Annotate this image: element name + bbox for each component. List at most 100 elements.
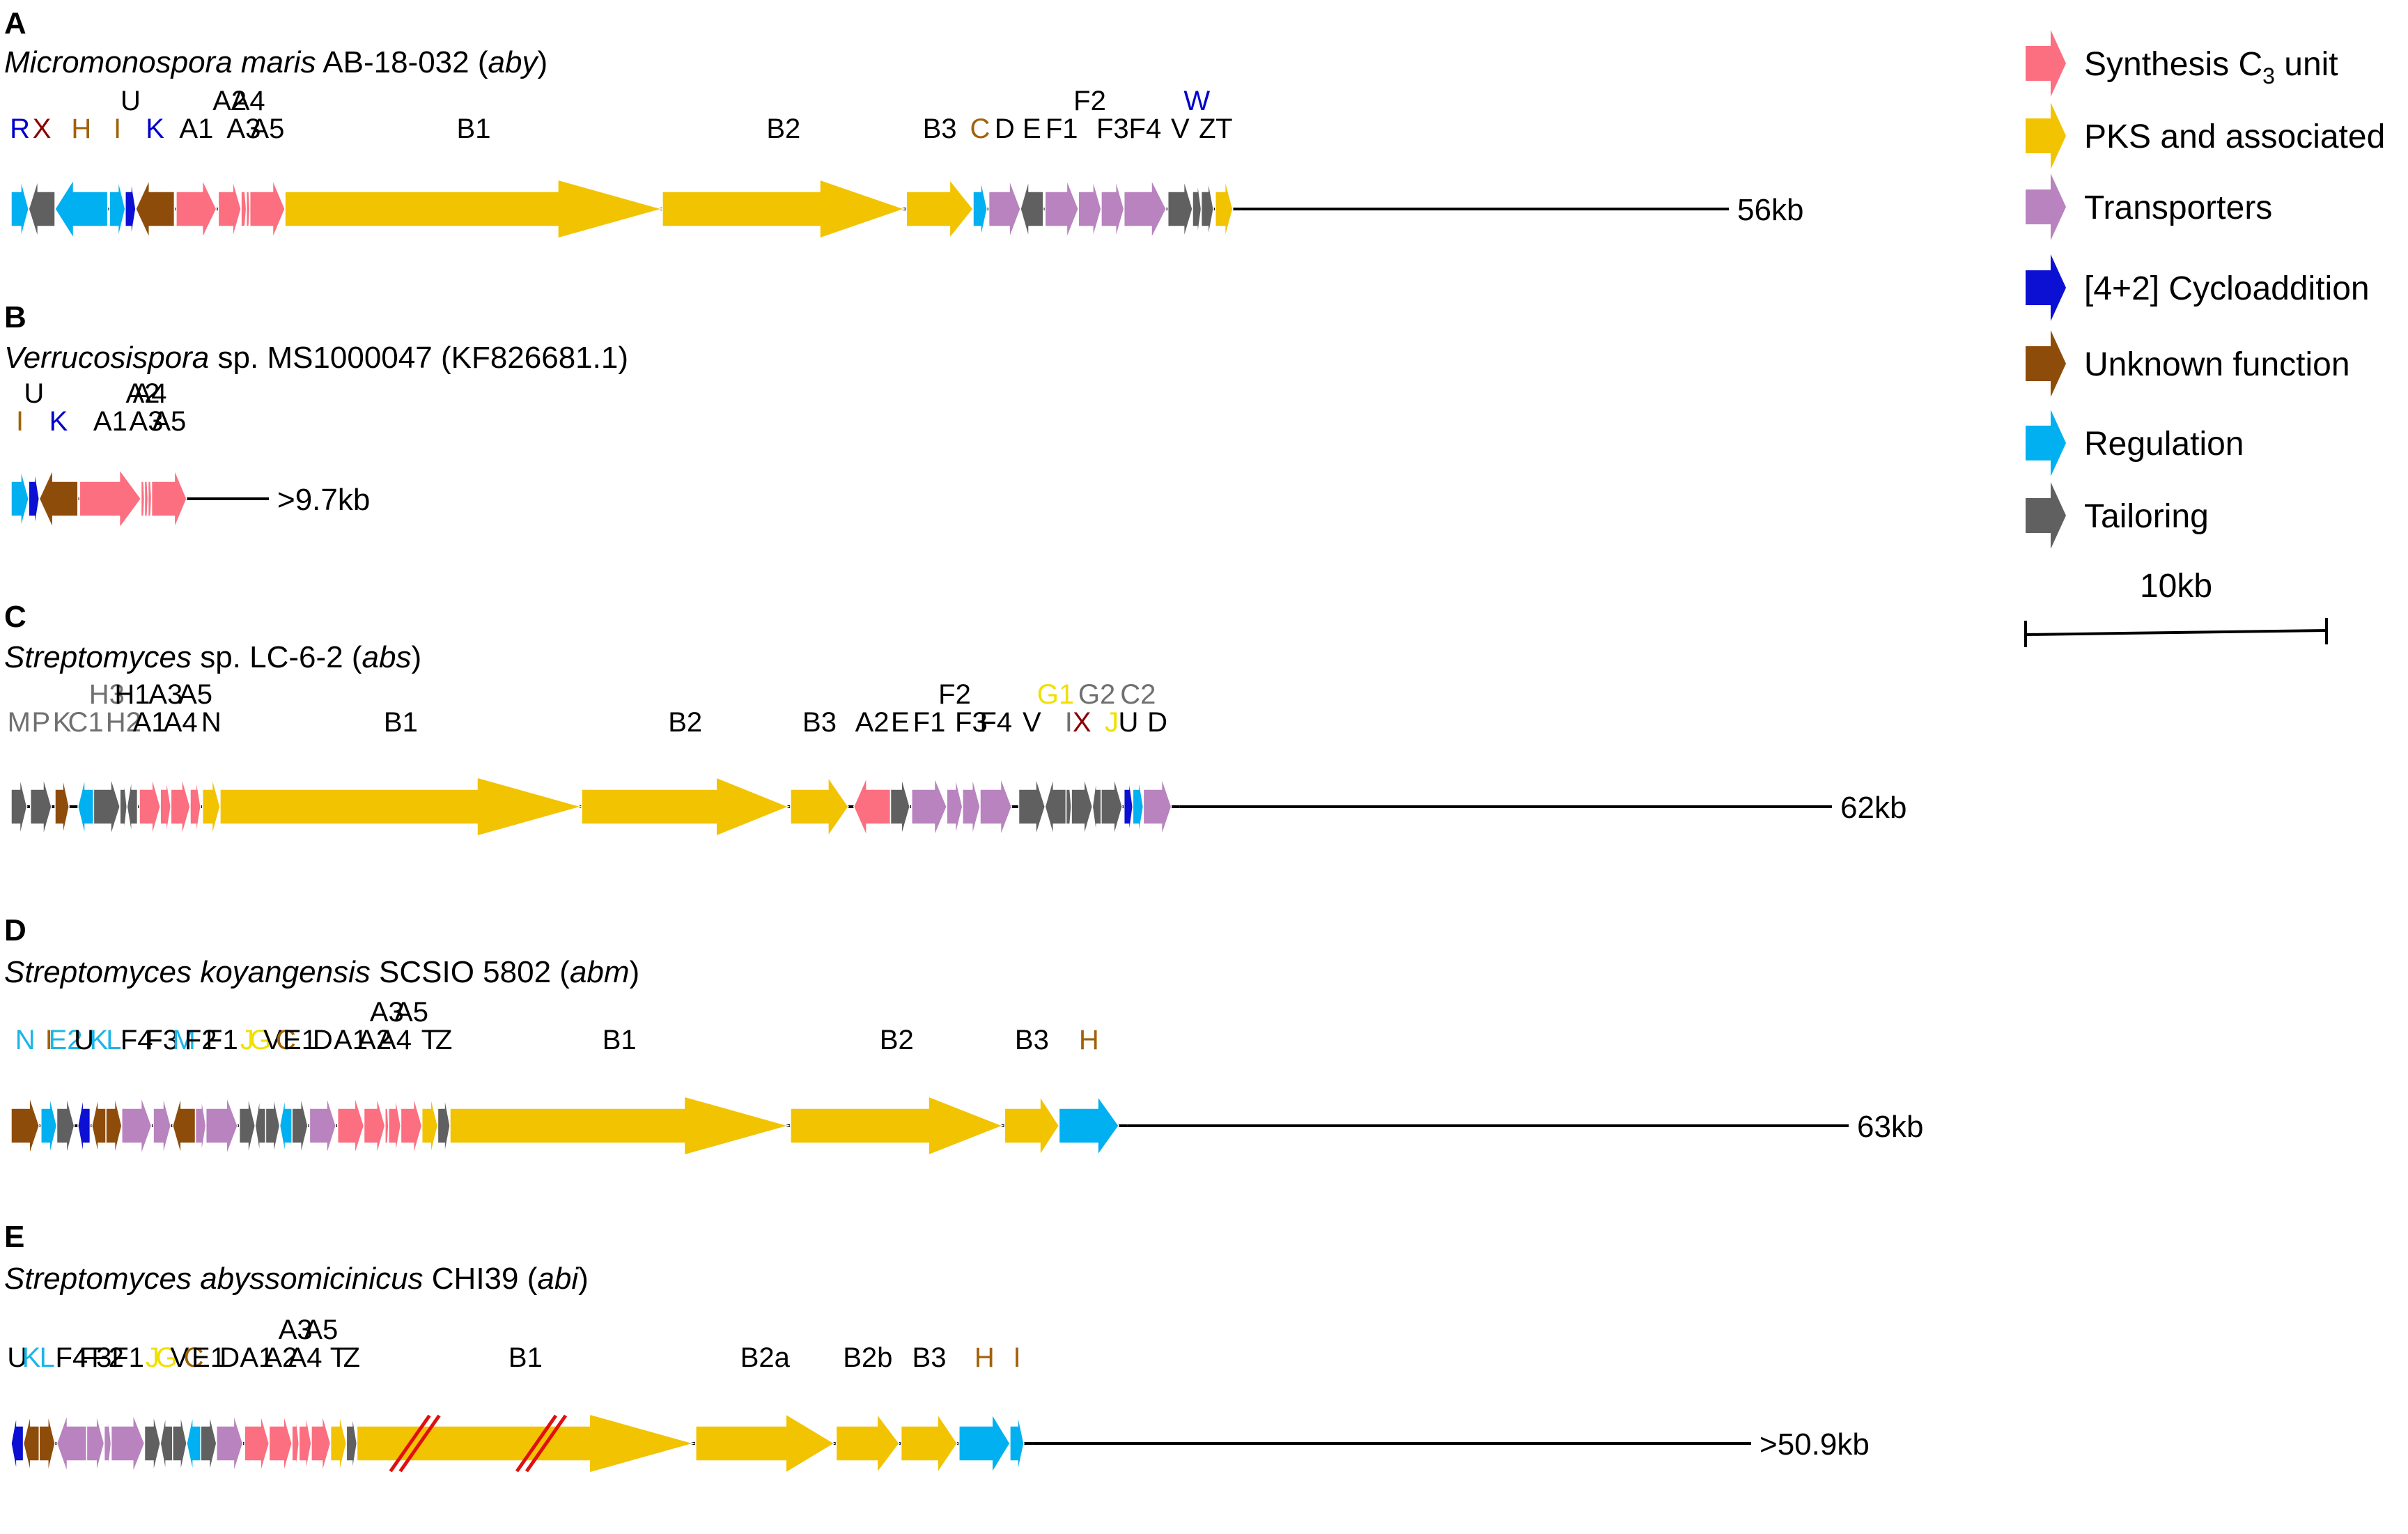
gene-arrow-c bbox=[279, 1096, 293, 1156]
gene-arrow-h bbox=[54, 178, 109, 240]
gene-arrow-f2 bbox=[946, 777, 963, 837]
gene-arrow-i bbox=[1009, 1413, 1025, 1473]
gene-label: K bbox=[53, 707, 72, 738]
gene-arrow-b3 bbox=[906, 178, 974, 240]
gene-label: B3 bbox=[1015, 1025, 1049, 1055]
gene-label: U bbox=[121, 86, 141, 116]
gene-label: I bbox=[45, 1025, 53, 1055]
gene-label: K bbox=[146, 114, 164, 144]
legend-item-synthesis: Synthesis C3 unit bbox=[2026, 30, 2338, 97]
gene-arrow-p bbox=[29, 777, 52, 837]
legend-label: [4+2] Cycloaddition bbox=[2084, 270, 2370, 307]
legend-label: Synthesis C3 unit bbox=[2084, 46, 2338, 88]
gene-label: A3 bbox=[279, 1315, 313, 1345]
gene-label: E bbox=[1023, 114, 1041, 144]
gene-label: J bbox=[240, 1025, 254, 1055]
gene-label: F1 bbox=[205, 1025, 238, 1055]
gene-label: U bbox=[24, 378, 44, 409]
gene-label: A1 bbox=[240, 1342, 274, 1373]
gene-label: U bbox=[1119, 707, 1139, 738]
gene-arrow-m bbox=[172, 1096, 196, 1156]
gene-arrow-f4 bbox=[979, 777, 1013, 837]
gene-label: F2 bbox=[1073, 86, 1106, 116]
gene-label: K bbox=[22, 1342, 41, 1373]
gene-arrow-a3 bbox=[143, 469, 149, 529]
gene-arrow-b3 bbox=[900, 1412, 958, 1475]
legend-label: Regulation bbox=[2084, 426, 2244, 463]
gene-arrow-a5 bbox=[311, 1413, 332, 1473]
gene-label: E1 bbox=[192, 1342, 226, 1373]
gene-arrow-c1 bbox=[77, 777, 95, 837]
gene-arrow-h2 bbox=[119, 777, 128, 837]
gene-arrow-m bbox=[10, 777, 28, 837]
organism-name: Streptomyces koyangensis SCSIO 5802 (abm… bbox=[4, 955, 639, 989]
gene-label: F2 bbox=[91, 1342, 124, 1373]
gene-arrow-e2 bbox=[56, 1096, 75, 1156]
gene-arrow-a1 bbox=[336, 1096, 365, 1156]
gene-label: C bbox=[184, 1342, 204, 1373]
legend-item-cyclo: [4+2] Cycloaddition bbox=[2026, 254, 2370, 321]
gene-arrow-b2 bbox=[790, 1095, 1004, 1156]
panel-letter: C bbox=[4, 600, 26, 634]
gene-arrow-a1 bbox=[244, 1413, 270, 1473]
gene-label: C bbox=[276, 1025, 296, 1055]
gene-arrow-h1 bbox=[126, 777, 139, 837]
gene-label: I bbox=[1013, 1342, 1020, 1373]
gene-arrow-d bbox=[1142, 777, 1172, 837]
gene-label: U bbox=[7, 1342, 27, 1373]
legend-item-unknown: Unknown function bbox=[2026, 330, 2350, 397]
gene-label: E bbox=[891, 707, 910, 738]
gene-label: F3 bbox=[955, 707, 988, 738]
gene-label: G bbox=[249, 1025, 271, 1055]
gene-arrow-k bbox=[38, 469, 79, 529]
gene-label: I bbox=[1065, 707, 1073, 738]
gene-arrow-l bbox=[38, 1413, 56, 1473]
gene-arrow-a4 bbox=[147, 469, 153, 529]
gene-label: D bbox=[995, 114, 1015, 144]
gene-arrow-a2 bbox=[140, 469, 146, 529]
gene-arrow-b2 bbox=[581, 776, 791, 837]
cluster-size: 63kb bbox=[1857, 1110, 1923, 1144]
gene-arrow-a1 bbox=[79, 467, 142, 530]
gene-label: F1 bbox=[913, 707, 946, 738]
legend-label: Unknown function bbox=[2084, 346, 2350, 383]
gene-label: H bbox=[1079, 1025, 1099, 1055]
organism-name: Streptomyces sp. LC-6-2 (abs) bbox=[4, 640, 421, 674]
gene-arrow-w bbox=[1192, 179, 1202, 239]
organism-name: Micromonospora maris AB-18-032 (aby) bbox=[4, 45, 547, 79]
break-marker bbox=[515, 1414, 568, 1473]
gene-arrow-n bbox=[201, 777, 221, 837]
gene-label: B2a bbox=[740, 1342, 791, 1373]
gene-label: F3 bbox=[1096, 114, 1129, 144]
gene-arrow-j bbox=[1101, 777, 1123, 837]
gene-label: W bbox=[1183, 86, 1210, 116]
gene-label: G bbox=[155, 1342, 177, 1373]
gene-arrow-a3 bbox=[291, 1413, 300, 1473]
gene-label: B2 bbox=[668, 707, 702, 738]
gene-label: A4 bbox=[288, 1342, 323, 1373]
gene-label: J bbox=[146, 1342, 160, 1373]
gene-label: A3 bbox=[226, 114, 261, 144]
gene-arrow-i bbox=[1065, 777, 1072, 837]
gene-label: B1 bbox=[508, 1342, 543, 1373]
gene-label: T bbox=[330, 1342, 347, 1373]
gene-label: R bbox=[10, 114, 30, 144]
gene-arrow-f3 bbox=[1101, 179, 1125, 239]
legend-item-transport: Transporters bbox=[2026, 173, 2272, 240]
gene-arrow-g1 bbox=[1044, 777, 1067, 837]
gene-arrow-i bbox=[10, 469, 29, 529]
panel-letter: E bbox=[4, 1220, 24, 1254]
gene-label: F4 bbox=[979, 707, 1012, 738]
gene-arrow-i bbox=[40, 1096, 58, 1156]
gene-label: F4 bbox=[56, 1342, 88, 1373]
gene-arrow-h bbox=[958, 1412, 1011, 1475]
organism-name: Verrucosispora sp. MS1000047 (KF826681.1… bbox=[4, 341, 628, 375]
gene-arrow-v bbox=[265, 1096, 281, 1156]
gene-arrow-c2 bbox=[1132, 777, 1144, 837]
cluster-size: 62kb bbox=[1840, 791, 1906, 825]
gene-label: F1 bbox=[1046, 114, 1078, 144]
gene-arrow-a5 bbox=[150, 469, 187, 529]
gene-label: A1 bbox=[93, 406, 127, 437]
gene-label: I bbox=[16, 406, 24, 437]
